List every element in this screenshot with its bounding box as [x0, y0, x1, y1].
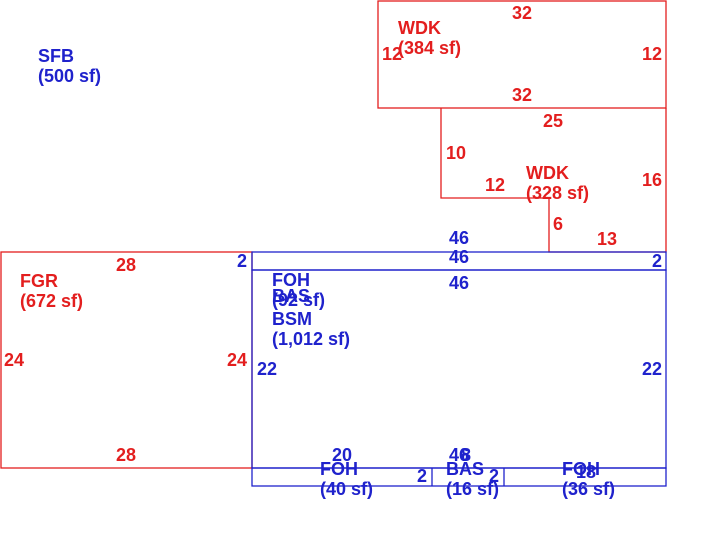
- dim-strip-top-1: 46: [449, 228, 469, 248]
- bas-bottom-area: (16 sf): [446, 479, 499, 499]
- dim-wdk1-left: 12: [382, 44, 402, 64]
- foh-bottom-2-name: FOH: [562, 459, 600, 479]
- dim-wdk1-right: 12: [642, 44, 662, 64]
- foh-bottom-1-area: (40 sf): [320, 479, 373, 499]
- dim-fgr-right: 24: [227, 350, 247, 370]
- dim-wdk1-top: 32: [512, 3, 532, 23]
- dim-fgr-bottom: 28: [116, 445, 136, 465]
- dim-bottom-2b: 2: [489, 466, 499, 486]
- wdk-upper-area: (384 sf): [398, 38, 461, 58]
- dim-bottom-20: 20: [332, 445, 352, 465]
- bas-top-name: BAS: [272, 286, 310, 306]
- dim-bottom-2a: 2: [417, 466, 427, 486]
- wdk-lower-area: (328 sf): [526, 183, 589, 203]
- foh-top-name: FOH: [272, 270, 310, 290]
- dim-wdk2-inner: 12: [485, 175, 505, 195]
- wdk-upper-name: WDK: [398, 18, 441, 38]
- dim-bottom-8: 8: [461, 445, 471, 465]
- fgr-area: (672 sf): [20, 291, 83, 311]
- sfb-name: SFB: [38, 46, 74, 66]
- dim-wdk2-step: 6: [553, 214, 563, 234]
- dim-bottom-46: 46: [449, 445, 469, 465]
- foh-bottom-2-area: (36 sf): [562, 479, 615, 499]
- dim-wdk2-bottom: 13: [597, 229, 617, 249]
- foh-bottom-1-name: FOH: [320, 459, 358, 479]
- dim-bsm-right: 22: [642, 359, 662, 379]
- bas-bottom-name: BAS: [446, 459, 484, 479]
- dim-wdk2-right: 16: [642, 170, 662, 190]
- sfb-area: (500 sf): [38, 66, 101, 86]
- dim-fgr-top: 28: [116, 255, 136, 275]
- dim-strip-right: 2: [652, 251, 662, 271]
- bsm-area: (1,012 sf): [272, 329, 350, 349]
- dim-fgr-left: 24: [4, 350, 24, 370]
- bsm-name: BSM: [272, 309, 312, 329]
- dim-wdk1-bottom: 32: [512, 85, 532, 105]
- wdk-upper-outline: [377, 0, 667, 109]
- wdk-lower-outline: [440, 108, 667, 253]
- dim-bottom-18: 18: [576, 462, 596, 482]
- dim-wdk2-left: 10: [446, 143, 466, 163]
- bottom-strip-outline: [251, 467, 667, 487]
- dim-wdk2-top: 25: [543, 111, 563, 131]
- foh-top-area: (92 sf): [272, 290, 325, 310]
- dim-strip-top-2: 46: [449, 247, 469, 267]
- dim-bsm-left: 22: [257, 359, 277, 379]
- dim-strip-left: 2: [237, 251, 247, 271]
- dim-bsm-top: 46: [449, 273, 469, 293]
- wdk-lower-name: WDK: [526, 163, 569, 183]
- fgr-name: FGR: [20, 271, 58, 291]
